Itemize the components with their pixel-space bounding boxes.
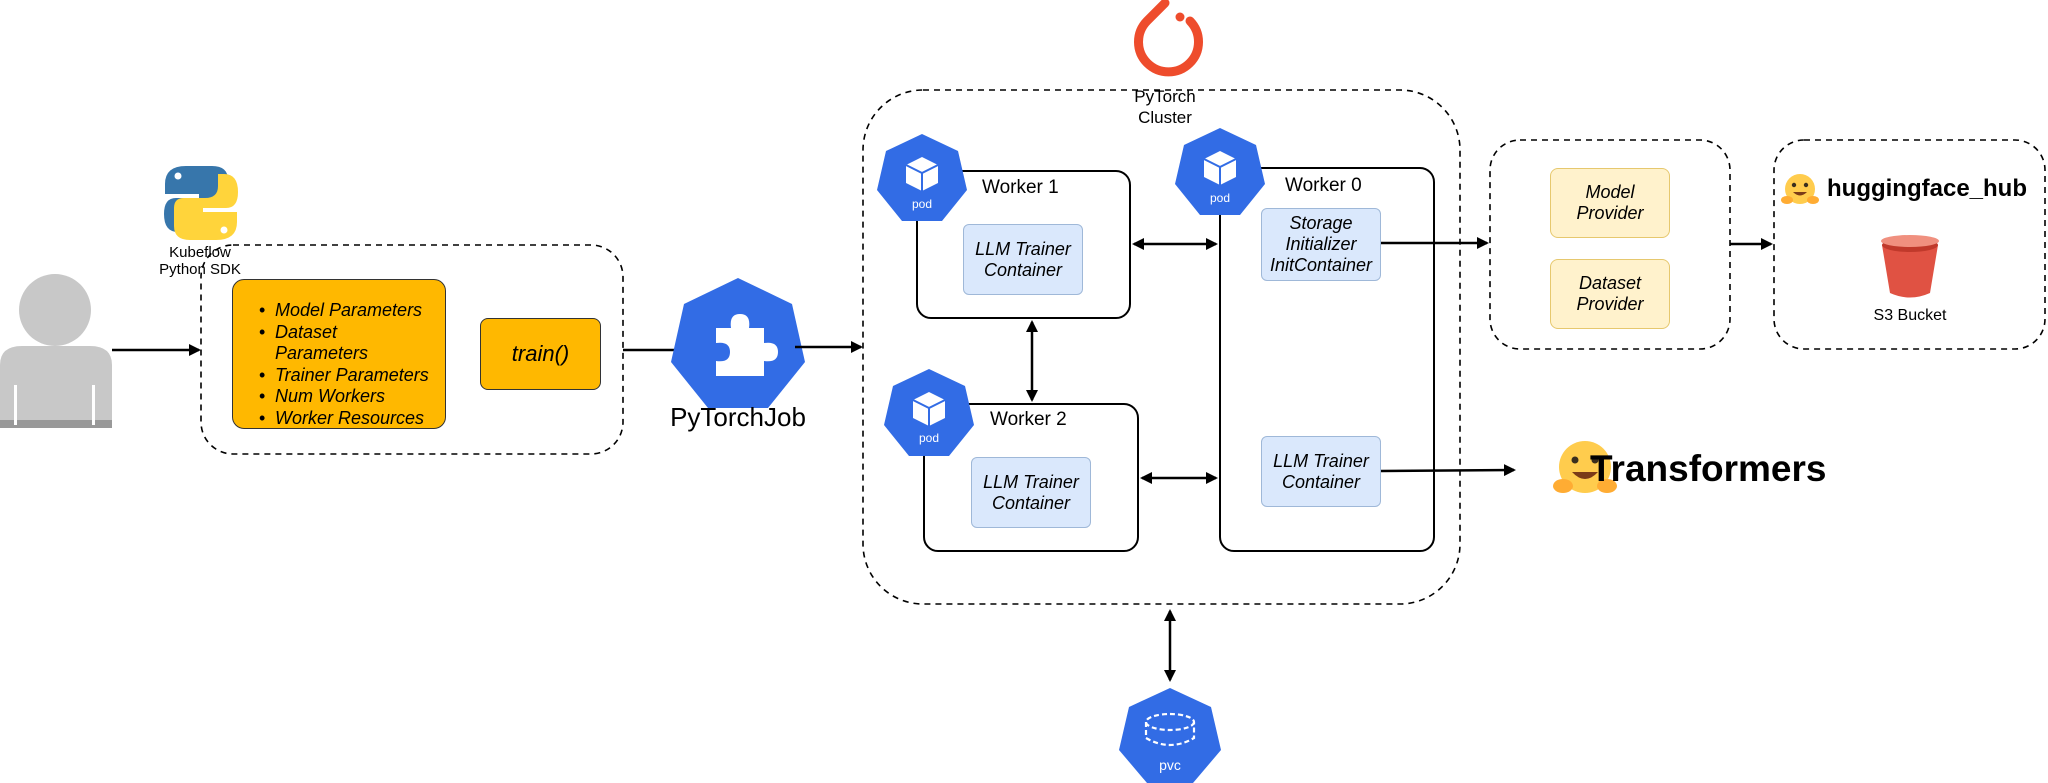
container-label-line2: Container (983, 259, 1063, 280)
init-label-line2: Initializer (1285, 234, 1357, 254)
huggingface-hub-frame (1773, 139, 2046, 350)
container-label-line1: LLM Trainer (1273, 450, 1369, 471)
dataset-provider-line1: Dataset (1578, 273, 1642, 293)
pytorchjob-label: PyTorchJob (670, 402, 806, 432)
user-silhouette-icon (0, 274, 112, 428)
pod-label: pod (911, 197, 933, 211)
hugging-face-emoji-icon (1781, 174, 1819, 204)
cluster-label-line1: PyTorch (1134, 87, 1196, 106)
pvc-label: pvc (1159, 757, 1181, 773)
hugging-face-emoji-icon (1553, 441, 1617, 493)
worker-0-title: Worker 0 (1285, 175, 1362, 196)
storage-initializer-init-container: Storage Initializer InitContainer (1261, 208, 1381, 281)
pod-icon (1175, 128, 1265, 215)
param-trainer-parameters: Trainer Parameters (259, 365, 435, 387)
worker-1-trainer-container: LLM Trainer Container (963, 224, 1083, 295)
worker-0-trainer-container: LLM Trainer Container (1261, 436, 1381, 507)
worker-2-title: Worker 2 (990, 409, 1067, 430)
dataset-provider-box: Dataset Provider (1550, 259, 1670, 329)
init-label-line3: InitContainer (1269, 255, 1373, 275)
worker-2-trainer-container: LLM Trainer Container (971, 457, 1091, 528)
param-num-workers: Num Workers (259, 386, 435, 408)
s3-bucket-icon (1881, 235, 1939, 298)
model-provider-line1: Model (1585, 182, 1635, 202)
parameters-box: Model Parameters Dataset Parameters Trai… (232, 279, 446, 429)
worker-1-title: Worker 1 (982, 177, 1059, 198)
huggingface-hub-title: huggingface_hub (1827, 175, 2027, 202)
python-logo-icon (164, 166, 238, 240)
sdk-group-frame (200, 244, 624, 455)
init-label-line1: Storage (1289, 213, 1353, 233)
s3-bucket-label: S3 Bucket (1873, 307, 1947, 324)
model-provider-line2: Provider (1576, 203, 1644, 223)
dataset-provider-line2: Provider (1576, 294, 1644, 314)
container-label-line1: LLM Trainer (975, 238, 1071, 259)
pod-icon (877, 134, 967, 221)
cluster-label-line2: Cluster (1138, 108, 1192, 127)
param-model-parameters: Model Parameters (259, 300, 435, 322)
storage-volume-icon (1119, 688, 1221, 783)
transformers-label: Transformers (1590, 448, 1827, 489)
cluster-label: PyTorch Cluster (1134, 86, 1195, 128)
param-dataset-parameters: Dataset Parameters (259, 322, 435, 365)
model-provider-box: Model Provider (1550, 168, 1670, 238)
sdk-label-line1: Kubeflow (169, 244, 231, 261)
pytorch-flame-icon (1134, 0, 1203, 77)
sdk-label-line2: Python SDK (159, 261, 241, 278)
container-label-line2: Container (1281, 471, 1361, 492)
param-worker-resources: Worker Resources (259, 408, 435, 430)
sdk-label: Kubeflow Python SDK (159, 244, 241, 278)
container-label-line2: Container (991, 492, 1071, 513)
pod-icon (884, 369, 974, 456)
container-label-line1: LLM Trainer (983, 471, 1079, 492)
pod-label: pod (1209, 191, 1231, 205)
pytorch-cluster-frame (862, 89, 1461, 605)
train-button[interactable]: train() (480, 318, 601, 390)
puzzle-piece-icon (671, 278, 805, 408)
pod-label: pod (918, 431, 940, 445)
arrow-trainer-to-transformers (1380, 464, 1516, 477)
parameters-list: Model Parameters Dataset Parameters Trai… (259, 300, 435, 430)
